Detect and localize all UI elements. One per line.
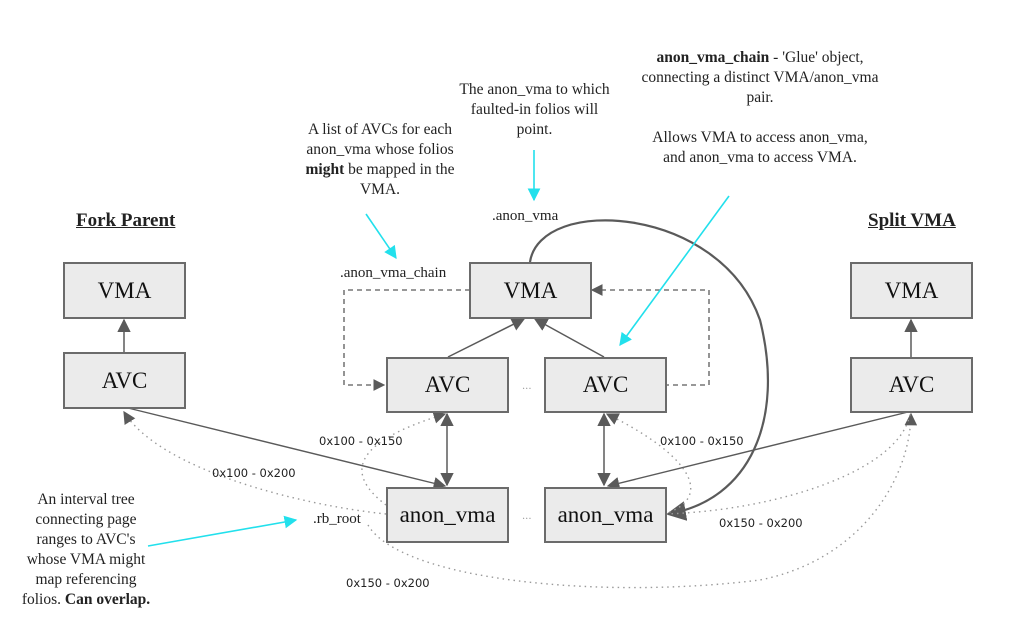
note-emphasis: anon_vma_chain <box>656 49 770 66</box>
note-anon-vma-chain-list: A list of AVCs for each anon_vma whose f… <box>290 120 470 200</box>
avc-right-to-vma-arrow <box>533 318 605 358</box>
range-label-center-left: 0x100 - 0x150 <box>319 434 403 448</box>
avc-left-to-vma-arrow <box>447 318 526 358</box>
note-emphasis: might <box>305 161 345 178</box>
rb-tree-dotted-fork <box>123 410 387 515</box>
annotation-arrow-anon-vma-chain <box>365 213 397 260</box>
vma-anon-vma-pointer-curve <box>528 219 769 521</box>
annotation-arrow-glue <box>619 195 730 347</box>
anon-vma-chain-field-label: .anon_vma_chain <box>340 265 447 281</box>
anon-vma-ellipsis: ... <box>522 511 532 522</box>
fork-avc-to-anon-vma-arrow <box>127 407 447 490</box>
anon-vma-chain-dashed-right <box>590 284 710 386</box>
anon-vma-chain-dashed-left <box>343 289 470 391</box>
anon-vma-field-label: .anon_vma <box>492 208 559 224</box>
note-text: - 'Glue' object, connecting a distinct V… <box>641 49 879 106</box>
fork-parent-avc-box: AVC <box>63 352 186 409</box>
note-text: Allows VMA to access anon_vma, and anon_… <box>652 129 868 166</box>
fork-parent-title: Fork Parent <box>76 210 176 231</box>
split-avc-box: AVC <box>850 357 973 413</box>
center-avc-left-box: AVC <box>386 357 509 413</box>
anon-vma-left-box: anon_vma <box>386 487 509 543</box>
split-vma-box: VMA <box>850 262 973 319</box>
center-avc-right-box: AVC <box>544 357 667 413</box>
range-label-split: 0x150 - 0x200 <box>719 516 803 530</box>
center-vma-box: VMA <box>469 262 592 319</box>
note-text: be mapped in the VMA. <box>344 161 455 198</box>
avc-ellipsis: ... <box>522 381 532 392</box>
note-text: A list of AVCs for each anon_vma whose f… <box>306 121 454 158</box>
range-label-center-right: 0x100 - 0x150 <box>660 434 744 448</box>
note-text: An interval tree connecting page ranges … <box>21 491 146 608</box>
split-vma-title: Split VMA <box>868 210 956 231</box>
rb-tree-dotted-center-right <box>605 413 692 515</box>
annotation-arrow-rb-root <box>147 515 298 547</box>
note-anon-vma-target: The anon_vma to which faulted-in folios … <box>459 81 610 138</box>
range-label-bottom: 0x150 - 0x200 <box>346 576 430 590</box>
note-interval-tree: An interval tree connecting page ranges … <box>18 490 154 610</box>
rb-root-field-label: .rb_root <box>313 511 361 527</box>
rb-tree-dotted-split <box>665 413 911 515</box>
anon-vma-right-box: anon_vma <box>544 487 667 543</box>
note-emphasis: Can overlap. <box>64 591 151 608</box>
fork-parent-vma-box: VMA <box>63 262 186 319</box>
split-avc-to-anon-vma-arrow <box>606 411 909 490</box>
range-label-fork: 0x100 - 0x200 <box>212 466 296 480</box>
note-glue: anon_vma_chain - 'Glue' object, connecti… <box>640 48 880 168</box>
